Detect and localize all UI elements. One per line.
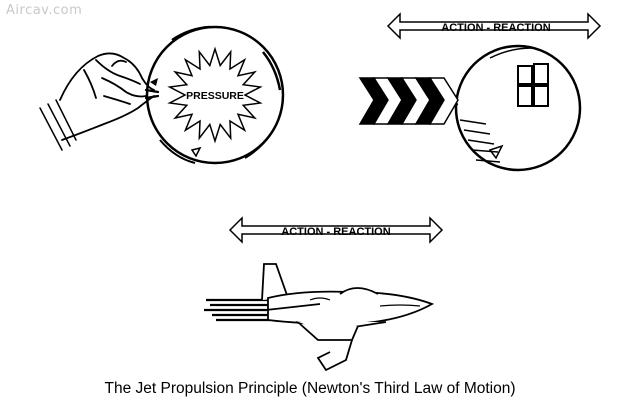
jet-aircraft [204, 263, 435, 372]
hand-illustration [39, 52, 160, 151]
moving-balloon [445, 44, 582, 172]
diagram-caption: The Jet Propulsion Principle (Newton's T… [104, 380, 516, 397]
pressure-label: PRESSURE [186, 90, 244, 102]
action-reaction-top-label: ACTION - REACTION [441, 22, 550, 34]
jet-exhaust [358, 77, 459, 125]
pressurized-balloon: PRESSURE [145, 25, 285, 165]
arrow-action-reaction-top: ACTION - REACTION [386, 12, 602, 40]
action-reaction-bottom-label: ACTION - REACTION [281, 226, 390, 238]
exhaust-chevron [428, 77, 459, 125]
pressure-starburst [167, 46, 263, 144]
watermark: Aircav.com [6, 3, 83, 18]
arrow-action-reaction-bottom: ACTION - REACTION [228, 216, 444, 244]
